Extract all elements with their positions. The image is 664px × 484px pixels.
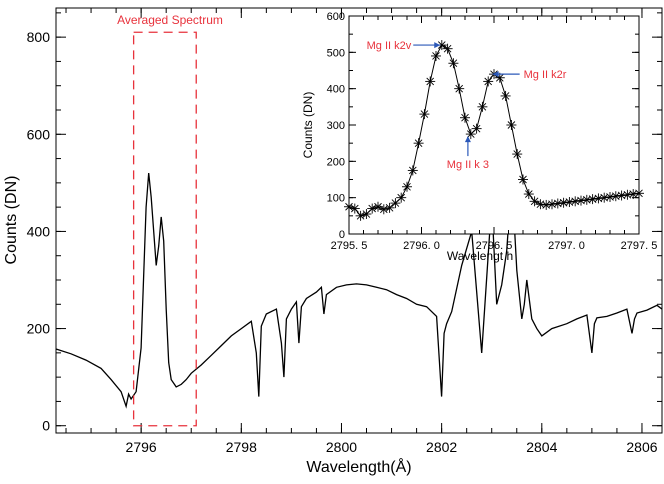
k2r-label: Mg II k2r [524,69,567,81]
inset-data-point [523,189,534,200]
inset-data-point [425,76,436,87]
inset-data-point [448,58,459,69]
main-x-axis: 2796 2798 2800 2802 2804 2806 [65,8,658,455]
main-x-tick-label: 2806 [626,439,657,455]
inset-data-point [349,203,360,214]
main-x-tick-label: 2804 [526,439,557,455]
inset-data-point [634,188,644,199]
inset-data-point [558,197,569,208]
averaged-spectrum-label: Averaged Spectrum [117,13,223,27]
k2v-label: Mg II k2v [367,40,412,52]
main-y-tick-label: 400 [27,223,51,239]
inset-data-point [355,210,366,221]
main-y-axis-label: Counts (DN) [3,176,20,265]
inset-data-point [518,174,528,185]
inset-x-tick-label: 2797. 5 [621,240,658,252]
inset-x-axis-label: Wavelengt h [447,249,513,263]
inset-y-tick-label: 500 [327,47,345,59]
inset-y-axis-label: Counts (DN) [301,92,315,159]
inset-x-tick-label: 2796. 5 [476,240,513,252]
inset-data-point [483,76,494,87]
inset-data-point [361,209,372,220]
main-x-tick-label: 2796 [126,439,157,455]
inset-y-tick-label: 200 [327,156,345,168]
main-y-tick-label: 800 [27,29,51,45]
inset-data-point [500,90,511,101]
inset-data-point [402,181,412,192]
inset-data-point [506,120,517,130]
inset-y-tick-label: 0 [339,229,345,241]
main-y-axis: 0 200 400 600 800 [27,12,662,434]
averaged-spectrum-box [132,31,197,427]
main-x-axis-label: Wavelength(Å) [306,457,411,476]
inset-x-tick-label: 2796. 0 [403,240,440,252]
inset-data-point [471,123,482,134]
inset-data-point [413,138,424,149]
inset-y-tick-label: 600 [327,11,345,23]
main-y-tick-label: 200 [27,321,51,337]
inset-x-tick-label: 2797. 0 [548,240,585,252]
inset-markers [344,40,644,221]
main-y-tick-label: 600 [27,126,51,142]
main-x-tick-label: 2802 [426,439,457,455]
inset-data-point [344,201,354,212]
main-x-tick-label: 2798 [226,439,257,455]
inset-data-point [396,192,407,203]
inset-x-tick-label: 2795. 5 [331,240,368,252]
inset-y-tick-label: 100 [327,193,345,205]
inset-data-point [477,101,488,112]
main-y-tick-label: 0 [42,418,50,434]
k3-arrowhead [464,136,471,143]
inset-data-point [460,112,470,123]
inset-data-point [407,165,418,176]
main-plot-frame [55,7,663,434]
inset-data-point [512,149,523,160]
inset-annotations: Mg II k2v Mg II k2r Mg II k 3 [367,40,567,171]
inset-data-point [419,109,430,120]
k2r-arrowhead [492,71,499,78]
main-spectrum-line [55,173,663,409]
inset-data-point [442,43,453,54]
k3-label: Mg II k 3 [447,159,489,171]
inset-data-point [605,191,615,202]
inset-data-point [367,203,378,214]
inset-data-point [454,83,465,94]
inset-data-point [547,199,557,210]
inset-chart: 2795. 5 2796. 0 2796. 5 2797. 0 2797. 5 0 100… [301,11,657,263]
inset-data-point [431,50,441,61]
inset-y-axis: 0 100 200 300 400 500 600 [327,11,639,241]
inset-y-tick-label: 400 [327,84,345,96]
inset-data-point [628,189,639,200]
inset-x-axis: 2795. 5 2796. 0 2796. 5 2797. 0 2797. 5 [331,16,658,252]
inset-data-point [384,202,395,213]
main-x-tick-label: 2800 [326,439,357,455]
inset-data-point [587,194,598,205]
k2v-arrowhead [434,42,441,49]
inset-y-tick-label: 300 [327,120,345,132]
inset-data-point [378,204,389,215]
main-chart: 2796 2798 2800 2802 2804 2806 0 200 400 600 800 A… [3,7,663,476]
